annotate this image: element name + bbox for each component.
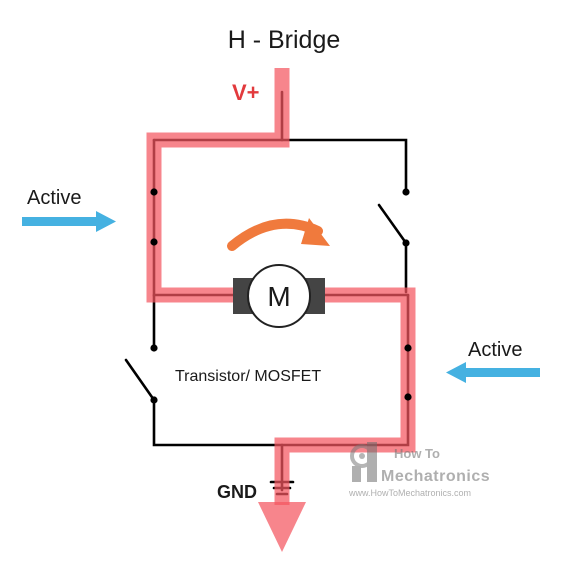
contact-dot	[404, 393, 412, 401]
motor-body	[247, 264, 311, 328]
active-right-arrow-icon	[446, 362, 540, 383]
current-arrow-head	[258, 502, 306, 552]
curved-arrow-icon	[227, 218, 330, 251]
contact-dot	[150, 396, 158, 404]
ground-label: GND	[217, 482, 257, 502]
contact-dot	[402, 188, 410, 196]
motor: M	[233, 264, 325, 328]
switch-upper-right-blade	[377, 203, 408, 245]
contact-dot	[150, 188, 158, 196]
switch-lower-left-blade	[124, 358, 156, 402]
contact-dot	[150, 344, 158, 352]
contact-dot	[404, 344, 412, 352]
gear-logo-icon	[350, 442, 377, 482]
active-right-label: Active	[468, 339, 522, 361]
motor-label: M	[267, 281, 290, 312]
active-left-label: Active	[27, 187, 81, 209]
switch-contacts	[150, 188, 412, 404]
top-rail-wire	[152, 138, 408, 194]
switch-label: Transistor/ MOSFET	[175, 368, 321, 385]
diagram-title: H - Bridge	[228, 26, 341, 54]
watermark-url: www.HowToMechatronics.com	[348, 488, 471, 498]
watermark-line1: How To	[394, 446, 440, 461]
supply-label: V+	[232, 80, 260, 105]
left-bottom-wire	[152, 398, 284, 447]
contact-dot	[150, 238, 158, 246]
contact-dot	[402, 239, 410, 247]
watermark: How To Mechatronics www.HowToMechatronic…	[348, 442, 490, 498]
watermark-line2: Mechatronics	[381, 468, 490, 485]
active-left-arrow-icon	[22, 211, 116, 232]
